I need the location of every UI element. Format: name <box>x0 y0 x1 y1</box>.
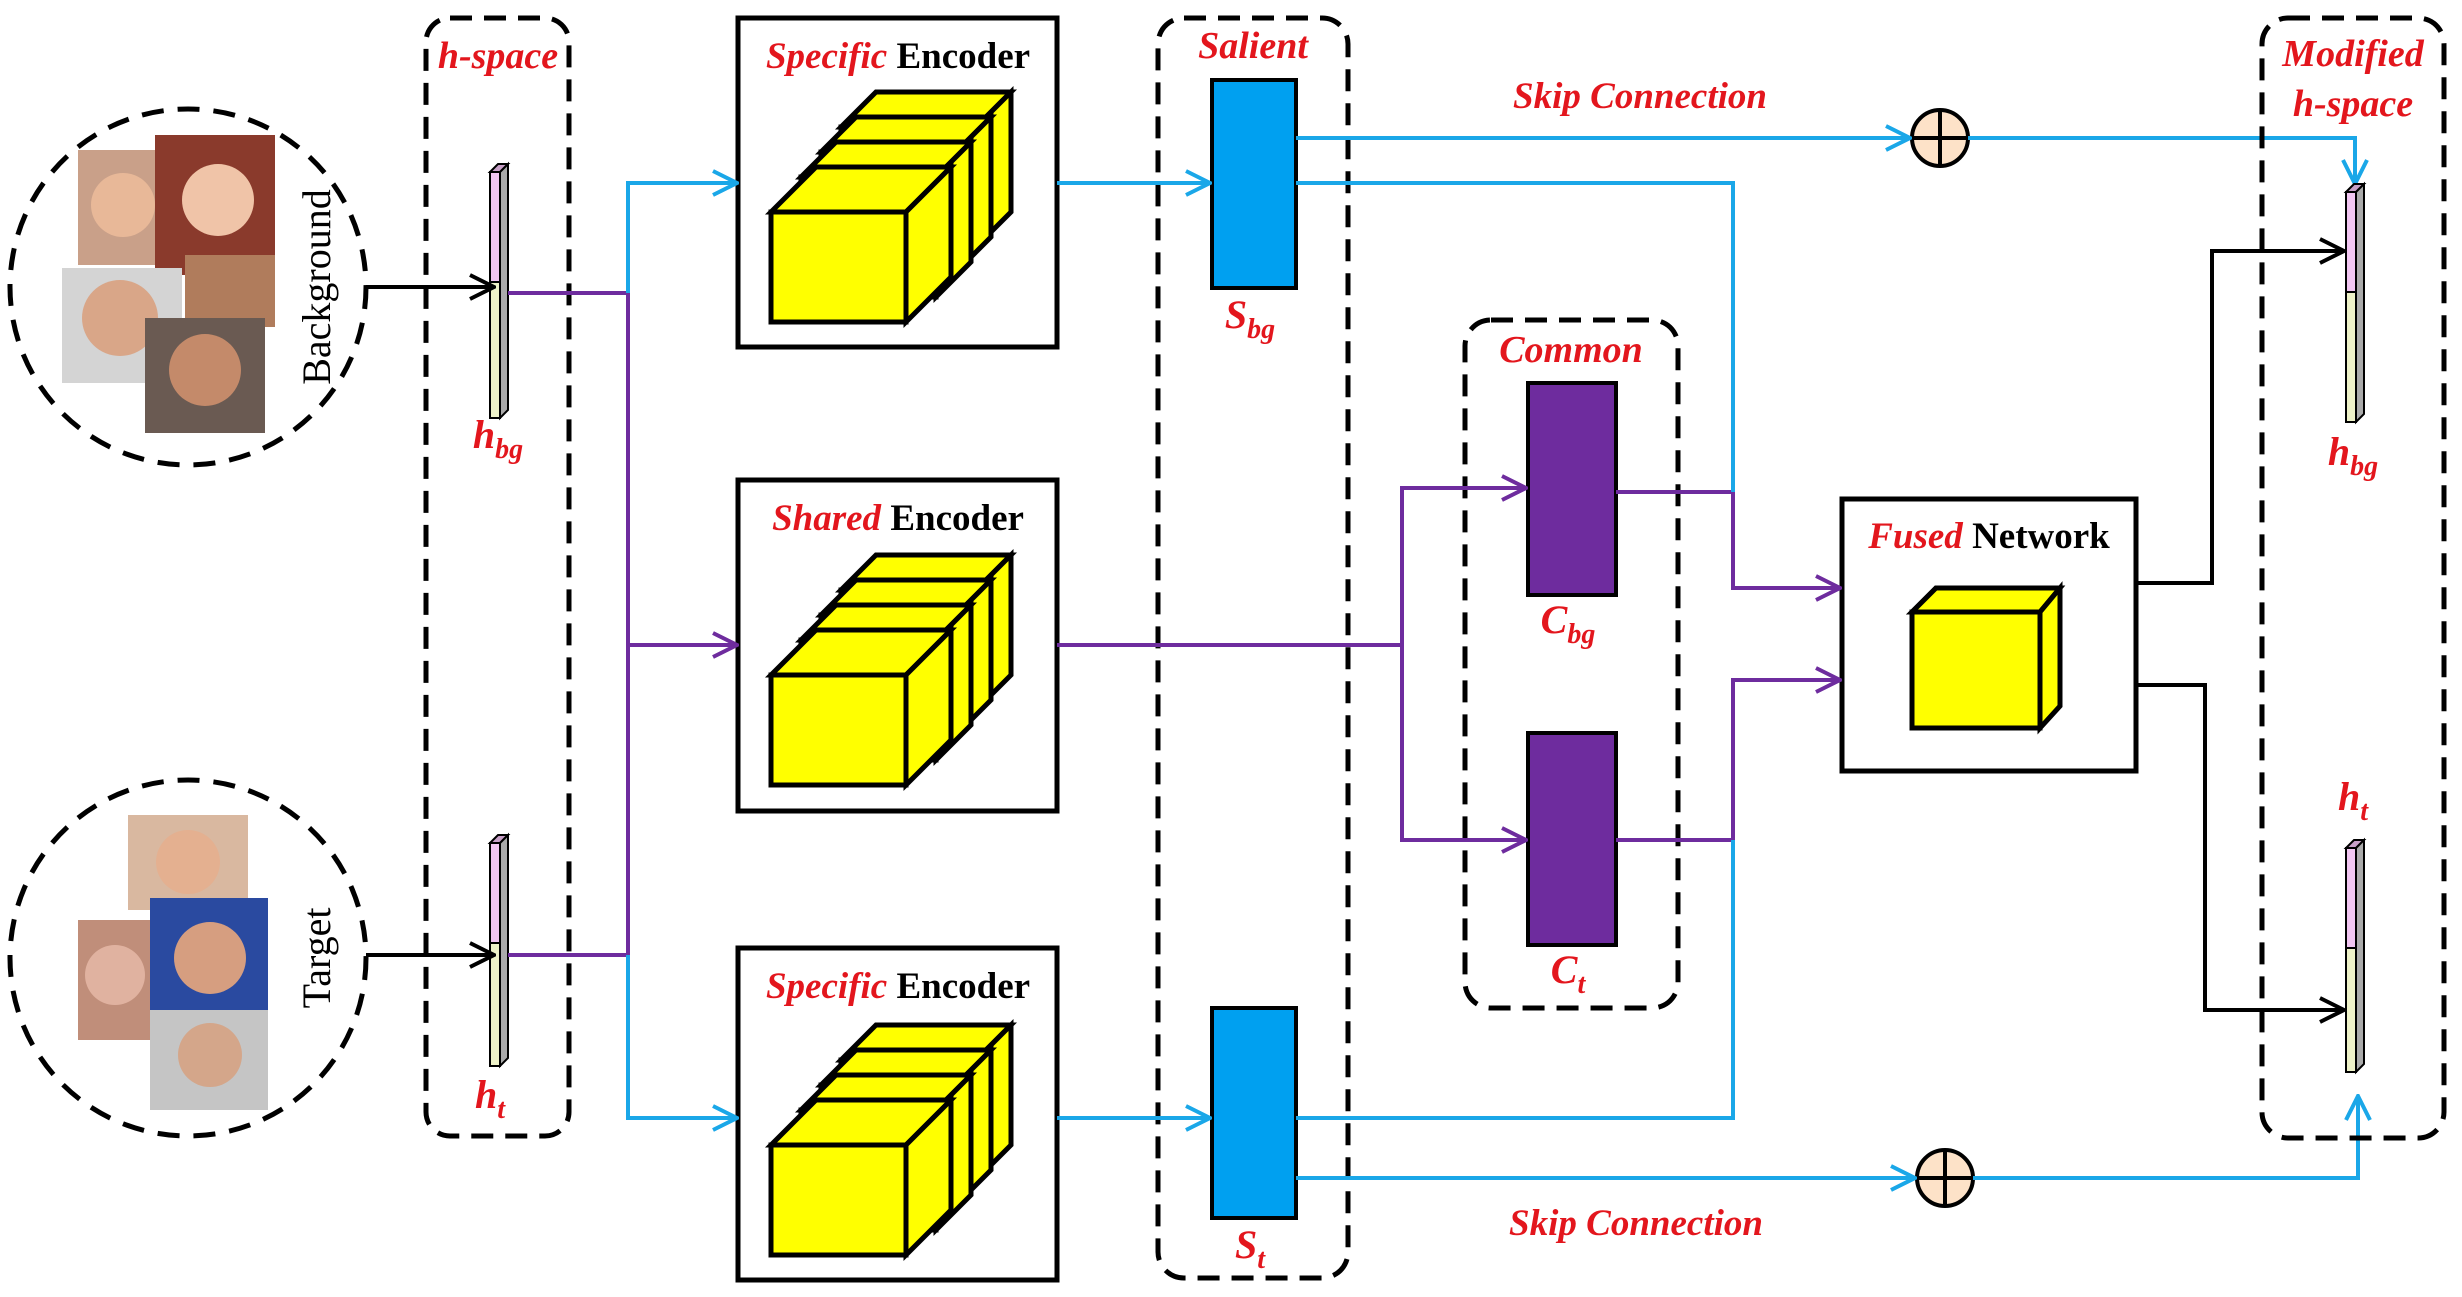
background-label: Background <box>294 189 339 385</box>
salient-group: Salient Sbg St <box>1155 15 1351 1281</box>
shared-to-common-routing <box>1057 488 1524 840</box>
s-t-block <box>1210 1006 1298 1220</box>
shared-encoder: Shared Encoder <box>735 477 1060 814</box>
target-label: Target <box>294 908 339 1009</box>
out-h-t-label: ht <box>2338 774 2369 827</box>
s-bg-block <box>1210 78 1298 290</box>
background-face-thumbnails <box>62 135 275 433</box>
salient-title: Salient <box>1198 25 1309 67</box>
svg-text:Specific Encoder: Specific Encoder <box>766 36 1030 77</box>
specific-encoder-bottom: Specific Encoder <box>735 945 1060 1283</box>
out-h-t-latent-vector <box>2343 837 2367 1075</box>
skip-connection-routing <box>1296 138 2358 1178</box>
c-t-block <box>1526 731 1618 947</box>
specific-encoder-top: Specific Encoder <box>735 15 1060 350</box>
svg-text:Fused Network: Fused Network <box>1867 516 2110 557</box>
adder-bottom <box>1915 1148 1975 1208</box>
h-bg-label: hbg <box>473 412 523 465</box>
common-title: Common <box>1499 329 1643 371</box>
fused-to-output-routing <box>2136 251 2342 1010</box>
into-fused-routing <box>1296 181 1838 1120</box>
c-t-label: Ct <box>1551 947 1587 1000</box>
c-bg-block <box>1526 381 1618 597</box>
s-bg-label: Sbg <box>1225 292 1275 345</box>
fused-cube-icon <box>1905 581 2066 735</box>
encoder-cube-stack <box>764 85 1018 329</box>
latent-to-encoder-routing <box>508 183 735 1118</box>
modified-title-line2: h-space <box>2293 83 2413 125</box>
c-bg-label: Cbg <box>1541 597 1596 650</box>
skip-connection-bottom-label: Skip Connection <box>1509 1203 1763 1244</box>
h-space-title: h-space <box>438 35 558 77</box>
svg-text:Shared Encoder: Shared Encoder <box>772 498 1024 539</box>
modified-title-line1: Modified <box>2281 33 2424 75</box>
target-face-thumbnails <box>78 815 268 1110</box>
out-h-bg-label: hbg <box>2328 429 2378 482</box>
common-group: Common Cbg Ct <box>1462 317 1681 1011</box>
encoder-cube-stack <box>764 1018 1018 1262</box>
fused-network: Fused Network <box>1839 496 2139 774</box>
s-t-label: St <box>1235 1222 1266 1275</box>
target-input-group: Target <box>7 777 369 1139</box>
svg-text:Specific Encoder: Specific Encoder <box>766 966 1030 1007</box>
background-input-group: Background <box>7 106 369 468</box>
modified-h-space-group: Modified h-space hbg ht <box>2259 15 2447 1141</box>
skip-connection-top-label: Skip Connection <box>1513 76 1767 117</box>
adder-top <box>1910 108 1970 168</box>
h-t-label: ht <box>475 1072 506 1125</box>
out-h-bg-latent-vector <box>2343 181 2367 425</box>
h-bg-latent-vector <box>487 161 511 421</box>
encoder-cube-stack <box>764 548 1018 792</box>
h-space-group: h-space hbg ht <box>423 15 572 1139</box>
h-t-latent-vector <box>487 832 511 1069</box>
